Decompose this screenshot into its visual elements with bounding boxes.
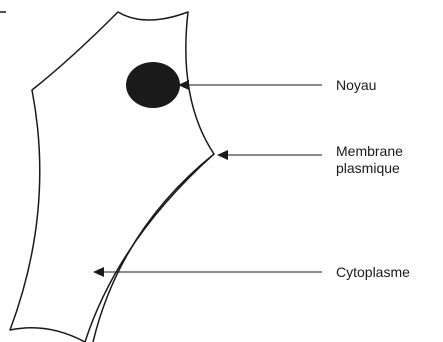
arrowhead-membrane xyxy=(217,150,228,160)
arrowhead-cytoplasme xyxy=(93,267,104,277)
label-membrane-line2: plasmique xyxy=(336,160,403,177)
cell-outline xyxy=(10,12,214,342)
label-membrane-line1: Membrane xyxy=(336,143,403,160)
label-cytoplasme: Cytoplasme xyxy=(336,264,410,281)
label-noyau: Noyau xyxy=(336,77,376,94)
membrane-line xyxy=(93,154,214,342)
nucleus xyxy=(126,62,180,108)
label-membrane-plasmique: Membrane plasmique xyxy=(336,143,403,177)
